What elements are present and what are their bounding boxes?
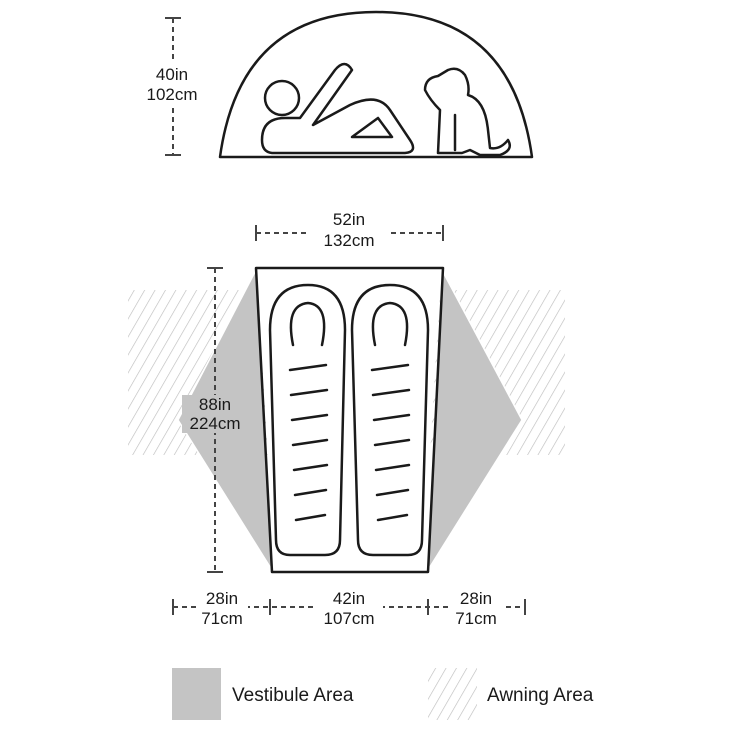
- height-dimension: 40in 102cm: [138, 17, 208, 156]
- width-in-label: 52in: [333, 210, 365, 229]
- bottom-dimensions: 28in 71cm 42in 107cm 28in 71cm: [172, 588, 526, 628]
- left-vestibule-cm-label: 71cm: [201, 609, 243, 628]
- floor-width-in-label: 42in: [333, 589, 365, 608]
- sleeping-bag-right: [350, 283, 430, 557]
- length-dimension: 88in 224cm: [182, 267, 250, 573]
- vestibule-legend-label: Vestibule Area: [232, 685, 354, 706]
- width-dimension: 52in 132cm: [255, 208, 444, 252]
- height-cm-label: 102cm: [146, 85, 197, 104]
- tent-floor: [254, 266, 445, 574]
- width-cm-label: 132cm: [323, 231, 374, 250]
- right-vestibule-in-label: 28in: [460, 589, 492, 608]
- length-cm-label: 224cm: [189, 414, 240, 433]
- sleeping-bag-left: [268, 283, 347, 557]
- dog-icon: [423, 67, 511, 157]
- dome-outline: [218, 10, 534, 159]
- floor-width-cm-label: 107cm: [323, 609, 374, 628]
- height-in-label: 40in: [156, 65, 188, 84]
- left-vestibule-in-label: 28in: [206, 589, 238, 608]
- person-icon: [260, 62, 415, 155]
- tent-profile: [218, 10, 534, 159]
- legend: Vestibule Area Awning Area: [172, 668, 594, 720]
- vestibule-swatch: [172, 668, 221, 720]
- length-in-label: 88in: [199, 395, 231, 414]
- awning-swatch: [428, 668, 477, 720]
- right-vestibule-cm-label: 71cm: [455, 609, 497, 628]
- awning-legend-label: Awning Area: [487, 685, 594, 706]
